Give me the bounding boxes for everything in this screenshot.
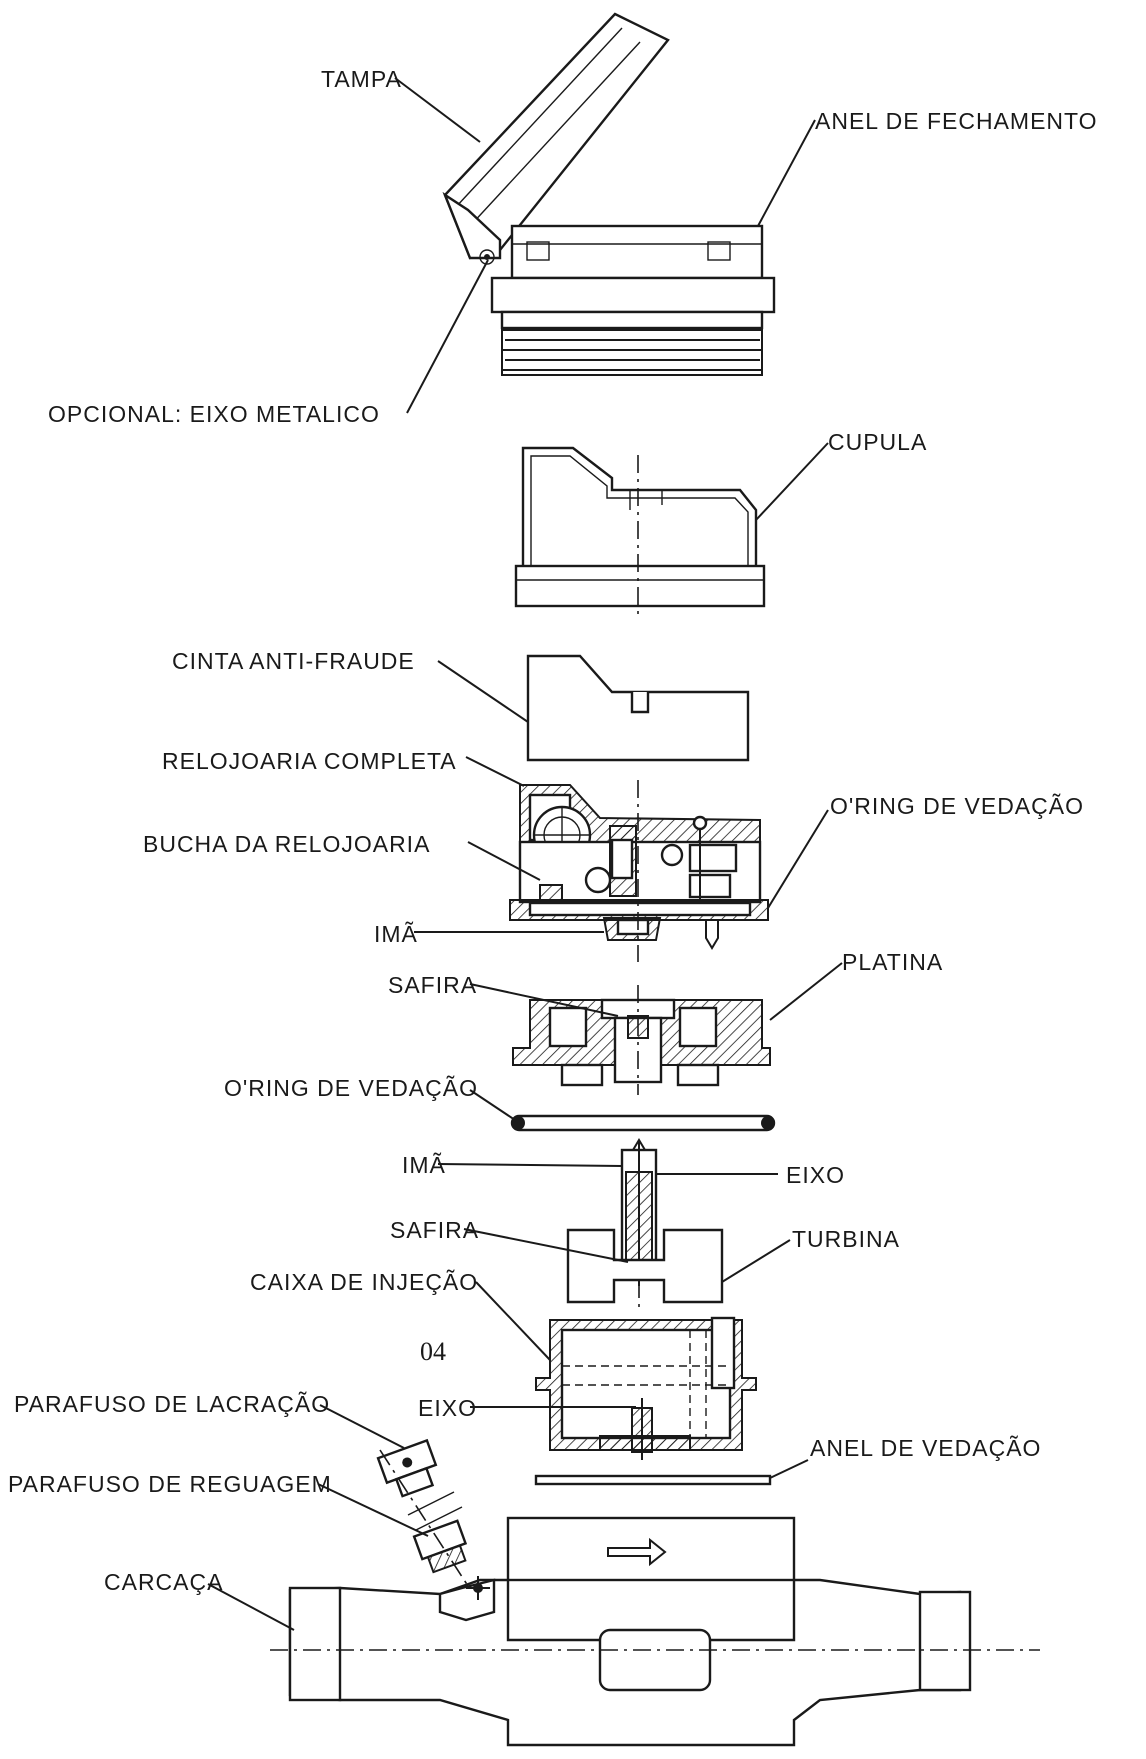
tampa-lid <box>442 12 670 265</box>
label-o-ring-de-vedacao-1: O'RING DE VEDAÇÃO <box>830 793 1084 819</box>
label-bucha-da-relojoaria: BUCHA DA RELOJOARIA <box>143 831 430 857</box>
label-carcaca: CARCAÇA <box>104 1569 223 1595</box>
label-parafuso-de-reguagem: PARAFUSO DE REGUAGEM <box>8 1471 332 1497</box>
parafuso-de-lacracao <box>376 1438 438 1498</box>
label-cupula: CUPULA <box>828 429 927 455</box>
label-eixo-1: EIXO <box>786 1162 845 1188</box>
label-anel-de-fechamento: ANEL DE FECHAMENTO <box>815 108 1098 134</box>
relojoaria-completa <box>509 780 769 962</box>
flow-arrow-icon <box>607 1537 667 1567</box>
o-ring-de-vedacao-2 <box>510 1114 776 1132</box>
anel-de-fechamento <box>490 224 776 376</box>
label-platina: PLATINA <box>842 949 943 975</box>
label-turbina: TURBINA <box>792 1226 900 1252</box>
parafuso-de-reguagem <box>412 1519 468 1574</box>
label-ima-1: IMÃ <box>374 921 418 947</box>
cinta-anti-fraude <box>526 654 750 762</box>
cupula-dome <box>514 446 766 620</box>
anel-de-vedacao <box>534 1474 772 1486</box>
label-safira-2: SAFIRA <box>390 1217 479 1243</box>
label-eixo-2: EIXO <box>418 1395 477 1421</box>
leader-lines <box>207 77 843 1631</box>
label-parafuso-de-lacracao: PARAFUSO DE LACRAÇÃO <box>14 1391 330 1417</box>
label-caixa-de-injecao: CAIXA DE INJEÇÃO <box>250 1269 478 1295</box>
label-ima-2: IMÃ <box>402 1152 446 1178</box>
platina <box>512 985 771 1095</box>
label-relojoaria-completa: RELOJOARIA COMPLETA <box>162 748 457 774</box>
label-opcional-eixo-metalico: OPCIONAL: EIXO METALICO <box>48 401 380 427</box>
label-tampa: TAMPA <box>321 66 402 92</box>
label-o-ring-de-vedacao-2: O'RING DE VEDAÇÃO <box>224 1075 478 1101</box>
page-number: 04 <box>420 1337 446 1366</box>
label-safira-1: SAFIRA <box>388 972 477 998</box>
carcaca-body <box>270 1516 1040 1747</box>
label-cinta-anti-fraude: CINTA ANTI-FRAUDE <box>172 648 415 674</box>
parafuso-washer <box>407 1491 455 1516</box>
caixa-de-injecao <box>535 1316 757 1460</box>
label-anel-de-vedacao: ANEL DE VEDAÇÃO <box>810 1435 1041 1461</box>
eixo-ima-shaft <box>620 1138 658 1286</box>
